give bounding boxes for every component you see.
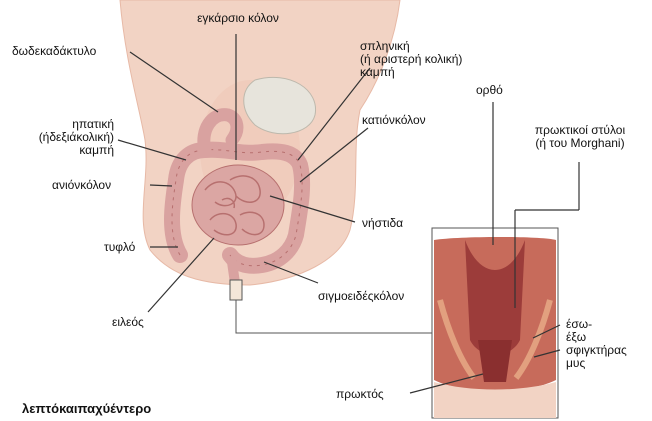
- inset-connector: [236, 300, 432, 333]
- label-ileum: ειλεός: [112, 316, 144, 329]
- label-sphincter: έσω- έξω σφιγκτήρας μυς: [566, 318, 627, 370]
- anal-canal: [478, 340, 512, 382]
- label-hepatic-line3: καμπή: [10, 144, 114, 157]
- label-sigmoid-colon: σιγμοειδέςκόλον: [318, 290, 404, 303]
- label-splenic-line3: καμπή: [360, 66, 462, 79]
- rectum-stub: [230, 280, 242, 300]
- label-anus: πρωκτός: [336, 388, 384, 401]
- label-anal-columns: πρωκτικοί στύλοι (ή του Morghani): [516, 124, 644, 150]
- label-jejunum: νήστιδα: [362, 217, 403, 230]
- label-splenic-flexure: σπληνική (ή αριστερή κολική) καμπή: [360, 40, 462, 79]
- label-hepatic-flexure: ηπατική (ήδεξιάκολική) καμπή: [10, 118, 114, 157]
- label-ascending-colon: ανιόνκόλον: [52, 179, 111, 192]
- label-anal-columns-line2: (ή του Morghani): [516, 137, 644, 150]
- label-descending-colon: κατιόνκόλον: [362, 114, 426, 127]
- rectum-inset: [432, 228, 558, 418]
- label-rectum: ορθό: [476, 84, 503, 97]
- caption: λεπτόκαιπαχύέντερο: [22, 402, 151, 415]
- label-sphincter-line4: μυς: [566, 357, 627, 370]
- label-duodenum: δωδεκαδάκτυλο: [12, 45, 96, 58]
- label-transverse-colon: εγκάρσιο κόλον: [168, 12, 308, 25]
- label-cecum: τυφλό: [104, 241, 135, 254]
